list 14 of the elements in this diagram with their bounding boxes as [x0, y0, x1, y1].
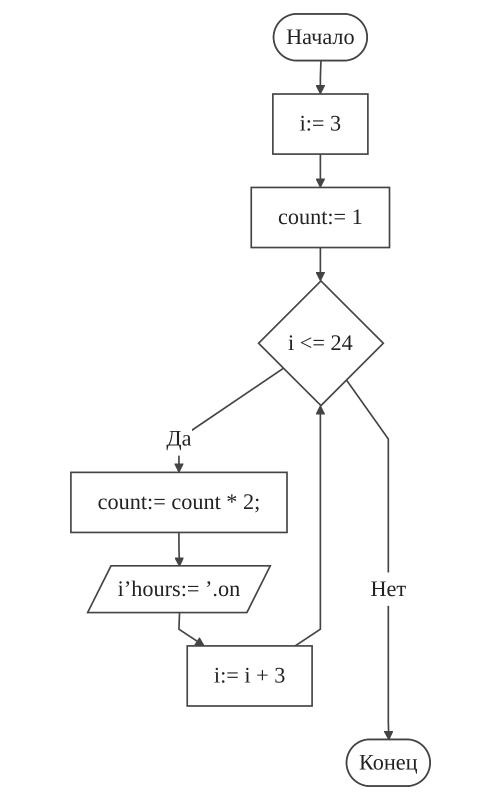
arrow: [314, 154, 325, 188]
edge-label: Да: [166, 426, 191, 452]
arrow: [314, 61, 325, 94]
arrow: [345, 379, 393, 740]
node-box: count:= 1: [250, 186, 390, 248]
node-diamond: i <= 24: [256, 280, 384, 407]
arrow: [294, 405, 325, 647]
node-box: i:= i + 3: [186, 645, 312, 707]
arrow: [314, 248, 325, 282]
node-box: i:= 3: [272, 93, 368, 155]
edge-label: Нет: [370, 576, 406, 602]
arrow: [174, 532, 184, 567]
arrow: [178, 613, 204, 646]
node-box: count:= count * 2;: [70, 472, 288, 534]
